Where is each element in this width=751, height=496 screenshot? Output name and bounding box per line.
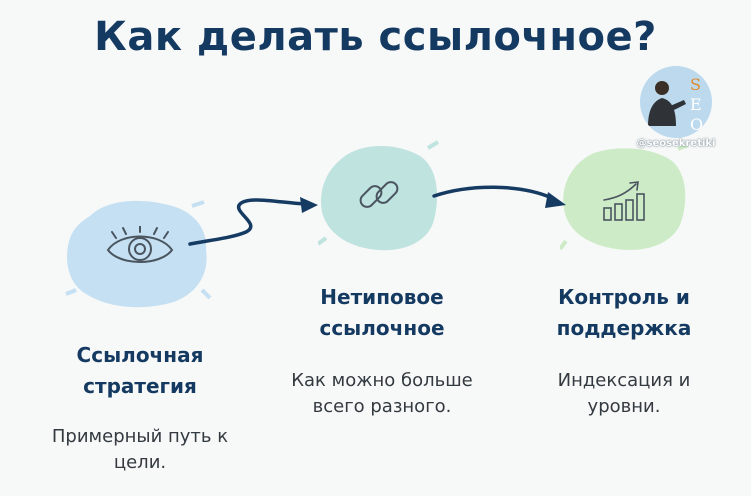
step3-heading: Контроль и поддержка xyxy=(556,285,692,340)
author-handle: @seosekretiki xyxy=(636,138,716,149)
step2-heading: Нетиповое ссылочное xyxy=(319,285,445,340)
page-title: Как делать ссылочное? xyxy=(94,14,657,60)
author-avatar: S E O xyxy=(640,66,712,138)
step1-description: Примерный путь к цели. xyxy=(51,426,229,473)
step2-description: Как можно больше всего разного. xyxy=(291,370,473,417)
step3-description: Индексация и уровни. xyxy=(557,370,691,417)
badge-letter-s: S xyxy=(690,75,701,94)
step1-heading: Ссылочная стратегия xyxy=(76,343,204,398)
growth-chart-icon xyxy=(603,181,645,221)
step3-blob xyxy=(560,145,689,251)
chain-link-icon xyxy=(359,181,399,208)
badge-letter-e: E xyxy=(690,95,702,114)
eye-icon xyxy=(106,226,174,263)
